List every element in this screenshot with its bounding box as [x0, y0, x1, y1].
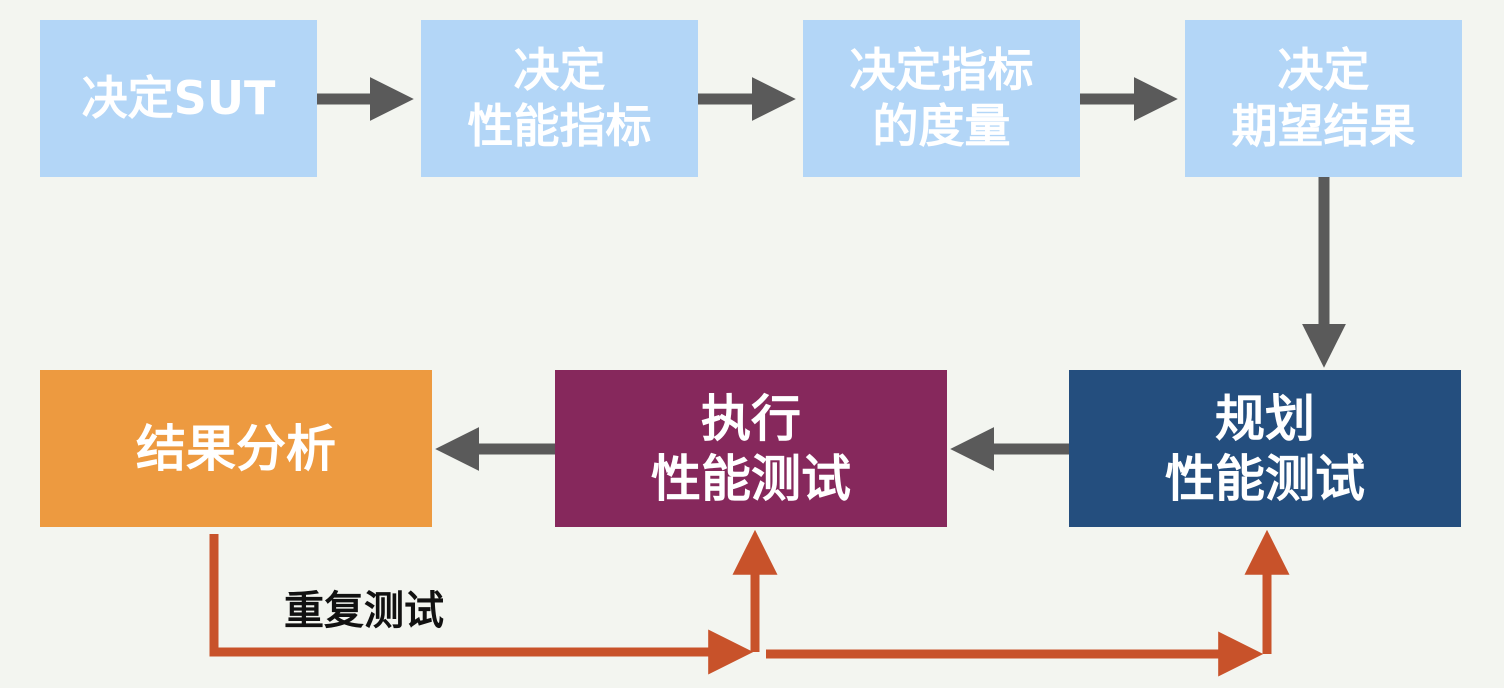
decide-measure-box: 决定指标 的度量	[803, 20, 1080, 177]
execute-test-box: 执行 性能测试	[555, 370, 947, 527]
decide-metrics-line-2: 性能指标	[467, 98, 652, 153]
decide-expected-line-1: 决定	[1277, 43, 1370, 98]
result-analysis-label: 结果分析	[136, 419, 336, 478]
decide-measure-line-2: 的度量	[872, 98, 1011, 153]
loop-result-down-right	[209, 534, 754, 675]
decide-expected-box: 决定 期望结果	[1185, 20, 1462, 177]
repeat-test-label: 重复测试	[284, 588, 444, 634]
plan-test-line-1: 规划	[1215, 389, 1315, 448]
result-analysis-box: 结果分析	[40, 370, 432, 527]
plan-test-line-2: 性能测试	[1165, 449, 1365, 508]
execute-test-line-2: 性能测试	[651, 449, 851, 508]
decide-metrics-box: 决定 性能指标	[421, 20, 698, 177]
decide-measure-line-1: 决定指标	[849, 43, 1034, 98]
plan-test-box: 规划 性能测试	[1069, 370, 1461, 527]
execute-test-line-1: 执行	[701, 389, 801, 448]
decide-expected-line-2: 期望结果	[1231, 98, 1416, 153]
decide-sut-box: 决定SUT	[40, 20, 317, 177]
decide-sut-label: 决定SUT	[81, 70, 276, 125]
decide-metrics-line-1: 决定	[513, 43, 606, 98]
